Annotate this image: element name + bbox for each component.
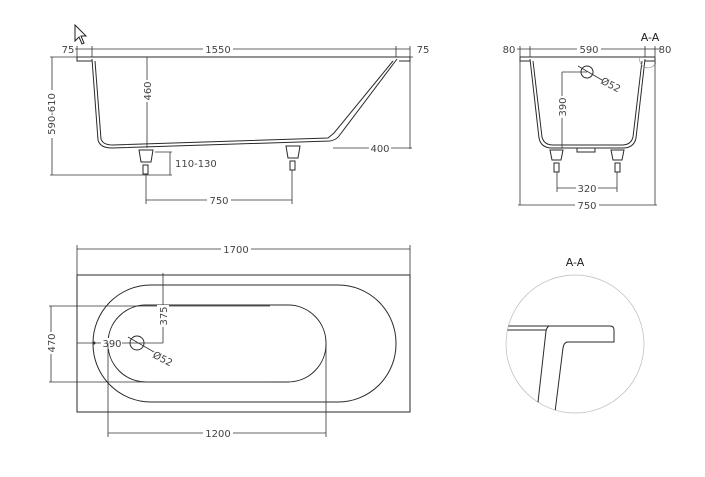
end-view: A-A 590 80 80 Ø52 390 320 750 (501, 31, 671, 212)
detail-circle (505, 274, 645, 414)
end-outer-wall (532, 60, 643, 146)
end-leg-right (610, 149, 625, 173)
side-leg-right (285, 145, 301, 171)
dim-end-rim-left: 80 (503, 45, 516, 56)
side-inner-wall (91, 58, 398, 149)
end-view-section-label: A-A (641, 31, 660, 44)
dim-end-rim-right: 80 (659, 45, 672, 56)
detail-rim-profile (506, 325, 615, 413)
dim-end-leg-spacing: 320 (577, 184, 596, 195)
side-rim (76, 56, 411, 62)
dim-end-drain-diameter: Ø52 (599, 75, 623, 95)
dim-side-rim-right: 75 (417, 45, 430, 56)
dim-top-width: 470 (47, 333, 58, 352)
dim-top-drain-y: 375 (159, 306, 170, 325)
side-leg-left (138, 149, 154, 175)
end-drain-circle (580, 65, 594, 79)
top-view: 1700 470 375 390 Ø52 1200 (45, 243, 411, 440)
dim-side-rim-left: 75 (62, 45, 75, 56)
dim-side-depth: 460 (143, 81, 154, 100)
end-leg-left (549, 149, 564, 173)
dim-end-width-total: 750 (577, 201, 596, 212)
dim-top-length: 1700 (223, 245, 248, 256)
side-outer-wall (94, 60, 394, 146)
dim-top-drain-x: 390 (102, 339, 121, 350)
dim-top-drain-diameter: Ø52 (151, 349, 175, 369)
drain-dim-arrow (92, 341, 96, 345)
dim-side-leg-spacing: 750 (209, 196, 228, 207)
top-outer-basin (92, 284, 397, 403)
dim-side-leg-height: 110-130 (175, 159, 217, 170)
dim-side-height: 590-610 (47, 93, 58, 135)
dim-side-slope-run: 400 (370, 144, 389, 155)
side-view: 1550 75 75 460 590-610 110-130 750 400 (46, 43, 429, 207)
top-inner-basin (107, 304, 327, 383)
end-rim (519, 56, 656, 62)
dim-top-bottom-length: 1200 (205, 429, 230, 440)
top-drain-circle (129, 335, 145, 351)
dim-end-drain-height: 390 (558, 97, 569, 116)
detail-section: A-A (505, 256, 645, 414)
dim-end-width-inner: 590 (579, 45, 598, 56)
top-outer-rect (76, 274, 411, 413)
dim-side-length: 1550 (205, 45, 230, 56)
mouse-cursor-icon (74, 23, 88, 45)
end-drain-outlet (576, 148, 596, 153)
detail-section-label: A-A (566, 256, 585, 269)
end-inner-wall (529, 58, 646, 149)
